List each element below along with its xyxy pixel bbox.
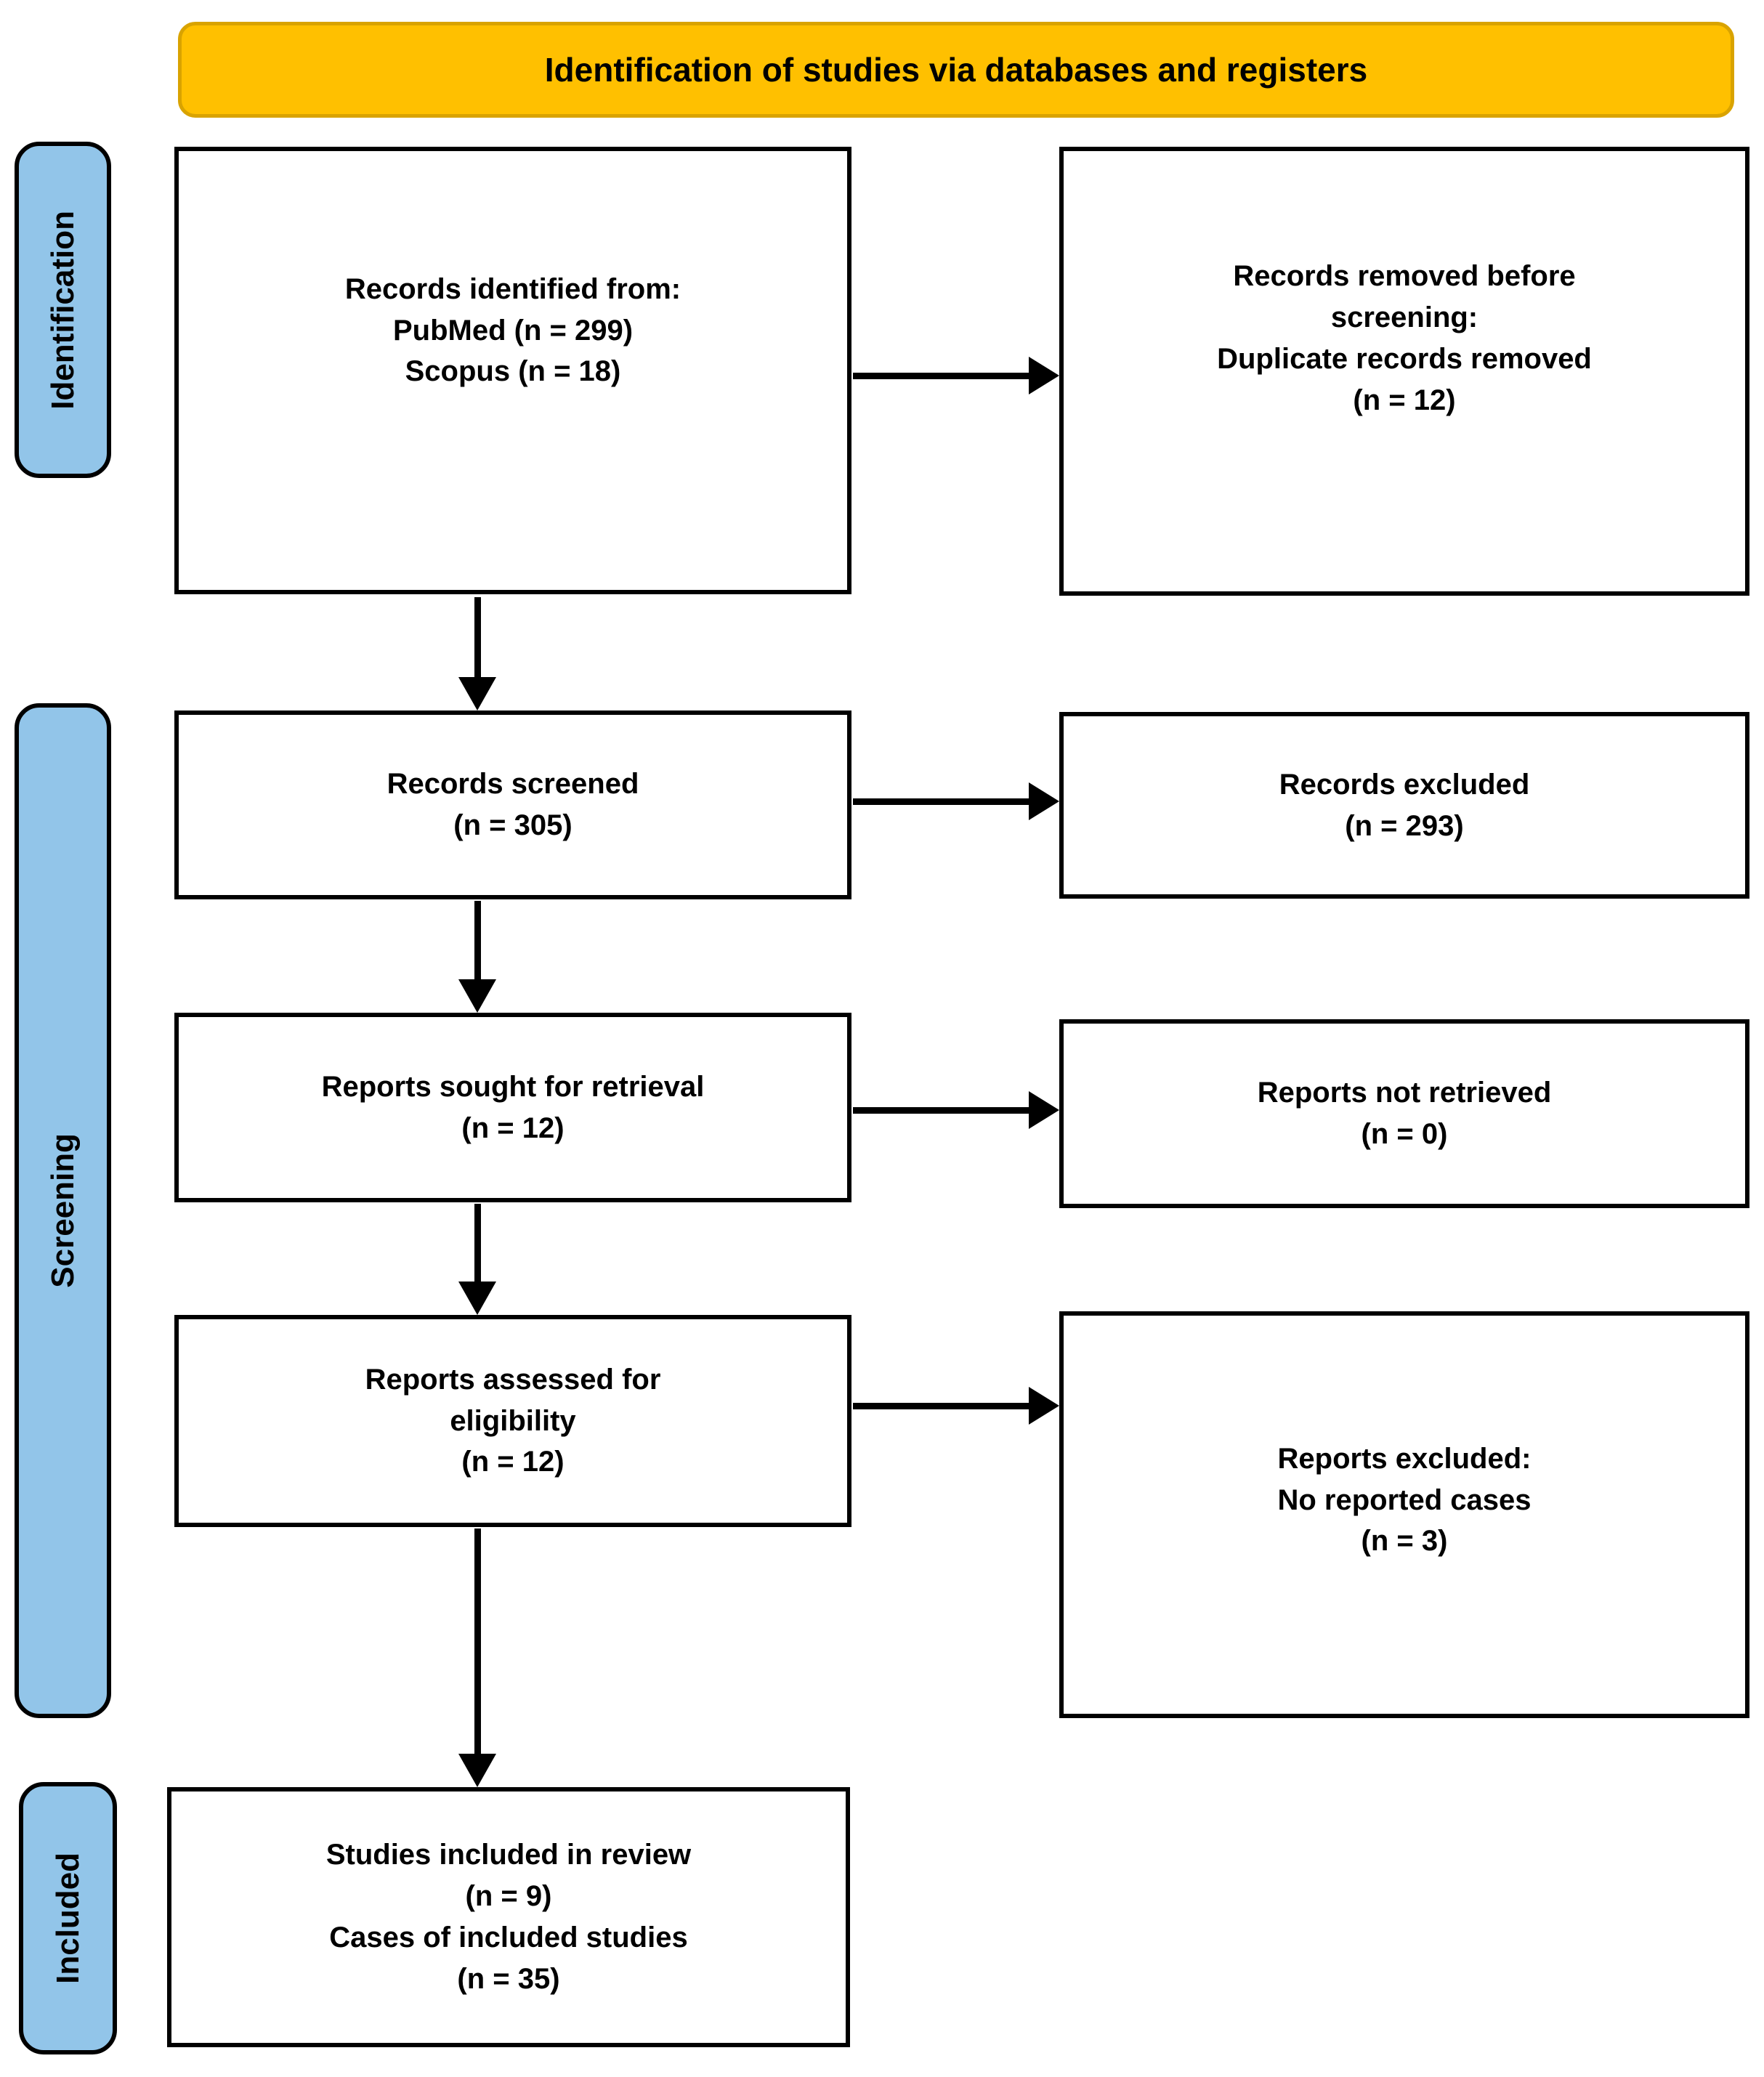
arrow-shaft xyxy=(853,798,1030,805)
arrow-head xyxy=(458,979,496,1013)
banner-label: Identification of studies via databases … xyxy=(544,51,1368,89)
box-text-line: (n = 3) xyxy=(1361,1525,1448,1558)
phase-label-text: Included xyxy=(49,1853,86,1984)
box-text-line: Reports not retrieved xyxy=(1257,1077,1552,1109)
box-records-removed-before-screening: Records removed before screening: Duplic… xyxy=(1059,147,1749,596)
box-text-line: No reported cases xyxy=(1277,1483,1532,1516)
box-text-line: Studies included in review xyxy=(325,1839,692,1871)
phase-label-text: Screening xyxy=(44,1133,81,1288)
arrow-shaft xyxy=(853,1403,1030,1409)
phase-label-included: Included xyxy=(19,1782,117,2054)
arrow-head xyxy=(1029,1091,1059,1129)
arrow-shaft xyxy=(853,373,1030,379)
arrow-head xyxy=(458,677,496,710)
phase-banner: Identification of studies via databases … xyxy=(178,22,1734,118)
phase-label-screening: Screening xyxy=(15,703,111,1718)
box-text-line: (n = 0) xyxy=(1361,1118,1448,1150)
arrow-head xyxy=(458,1282,496,1315)
arrow-shaft xyxy=(474,1529,481,1755)
box-text-line: Records screened xyxy=(387,768,639,801)
box-text-line: PubMed (n = 299) xyxy=(392,314,634,347)
arrow-head xyxy=(458,1754,496,1787)
arrow-shaft xyxy=(474,1204,481,1283)
box-records-identified: Records identified from: PubMed (n = 299… xyxy=(174,147,851,594)
box-text-line: Reports sought for retrieval xyxy=(321,1070,705,1103)
arrow-shaft xyxy=(853,1107,1030,1114)
box-records-screened: Records screened (n = 305) xyxy=(174,710,851,899)
box-reports-assessed-for-eligibility: Reports assessed for eligibility (n = 12… xyxy=(174,1315,851,1527)
box-text-line: Records identified from: xyxy=(344,272,681,305)
box-text-line: Reports excluded: xyxy=(1277,1442,1532,1475)
box-text-line: (n = 12) xyxy=(1353,384,1456,416)
phase-label-identification: Identification xyxy=(15,142,111,478)
box-text-line: eligibility xyxy=(450,1404,576,1437)
arrow-shaft xyxy=(474,597,481,679)
box-text-line: (n = 35) xyxy=(457,1962,560,1995)
arrow-head xyxy=(1029,1387,1059,1425)
box-text-line: (n = 9) xyxy=(465,1880,552,1913)
box-reports-sought-for-retrieval: Reports sought for retrieval (n = 12) xyxy=(174,1013,851,1202)
box-reports-not-retrieved: Reports not retrieved (n = 0) xyxy=(1059,1019,1749,1208)
box-reports-excluded: Reports excluded: No reported cases (n =… xyxy=(1059,1311,1749,1718)
arrow-head xyxy=(1029,782,1059,820)
box-text-line: Scopus (n = 18) xyxy=(405,355,621,388)
box-text-line: (n = 305) xyxy=(453,809,573,841)
arrow-head xyxy=(1029,357,1059,394)
arrow-shaft xyxy=(474,901,481,981)
box-text-line: screening: xyxy=(1330,301,1478,334)
box-text-line: Cases of included studies xyxy=(329,1922,688,1953)
box-text-line: (n = 12) xyxy=(461,1446,565,1478)
phase-label-text: Identification xyxy=(44,210,81,410)
box-records-excluded: Records excluded (n = 293) xyxy=(1059,712,1749,899)
box-text-line: Duplicate records removed xyxy=(1217,343,1592,375)
box-text-line: (n = 12) xyxy=(461,1112,565,1144)
box-text-line: (n = 293) xyxy=(1345,809,1464,842)
box-studies-included-in-review: Studies included in review (n = 9) Cases… xyxy=(167,1787,850,2047)
box-text-line: Reports assessed for xyxy=(365,1363,661,1396)
box-text-line: Records excluded xyxy=(1279,768,1530,801)
box-text-line: Records removed before xyxy=(1233,260,1576,293)
